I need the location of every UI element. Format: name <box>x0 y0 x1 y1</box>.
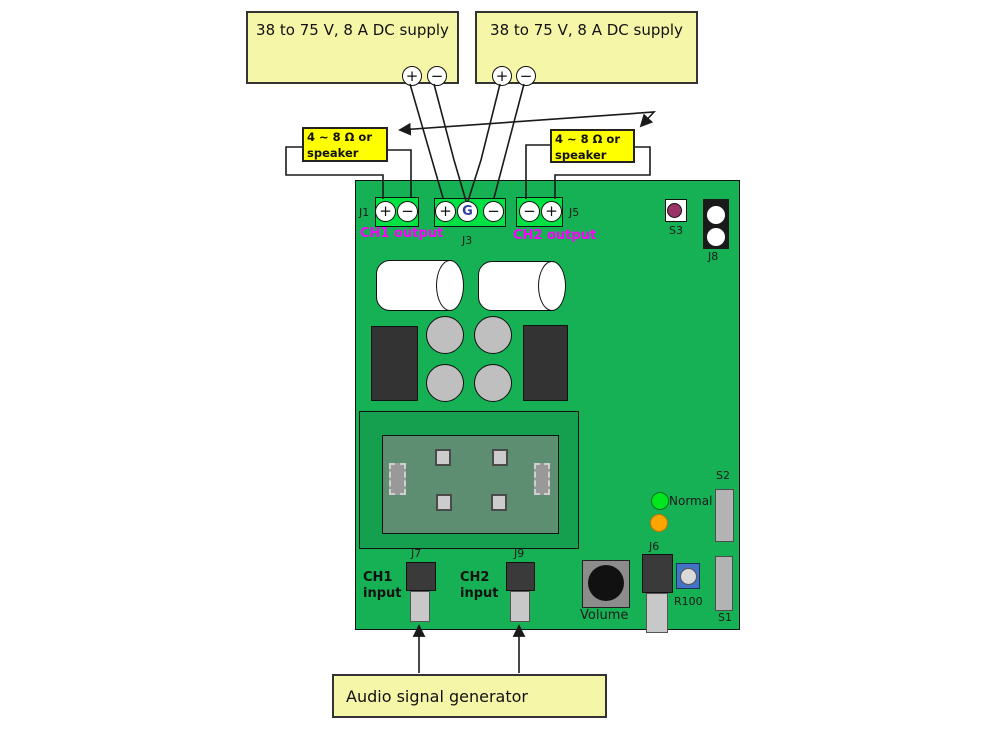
j1-plus-terminal: + <box>375 201 396 222</box>
plus-symbol: + <box>439 202 452 220</box>
s1-label: S1 <box>718 611 732 624</box>
module-pad-dashed-left <box>389 463 406 495</box>
j7-jack-tab <box>410 591 430 622</box>
normal-led-label: Normal <box>669 494 713 508</box>
capacitor-round-1 <box>426 316 464 354</box>
speaker-load-box-right: 4 ~ 8 Ω or speaker <box>550 129 635 163</box>
j5-plus-terminal: + <box>541 201 562 222</box>
s1-switch <box>715 556 733 611</box>
ground-symbol: G <box>462 204 473 219</box>
j8-pin-bottom <box>707 228 725 246</box>
volume-knob <box>588 565 624 601</box>
dc-supply-1-plus-terminal: + <box>402 66 422 86</box>
j5-label: J5 <box>569 206 580 219</box>
fault-led <box>650 514 668 532</box>
j9-jack-tab <box>510 591 530 622</box>
audio-generator-box: Audio signal generator <box>332 674 607 718</box>
heatsink-left <box>371 326 418 401</box>
module-pad-1 <box>435 449 451 466</box>
j6-jack-tab <box>646 593 668 633</box>
plus-symbol: + <box>405 66 419 85</box>
capacitor-round-2 <box>474 316 512 354</box>
minus-symbol: − <box>430 66 444 85</box>
j1-minus-terminal: − <box>397 201 418 222</box>
dc-supply-1-minus-terminal: − <box>427 66 447 86</box>
s2-switch <box>715 489 734 542</box>
dc-supply-1-label: 38 to 75 V, 8 A DC supply <box>256 21 449 39</box>
minus-symbol: − <box>401 202 414 220</box>
j6-label: J6 <box>649 540 660 553</box>
ch1-input-label: CH1 input <box>363 570 402 601</box>
j6-jack <box>642 554 673 593</box>
heatsink-right <box>523 325 568 401</box>
ch1-output-label: CH1 output <box>360 226 444 241</box>
plus-symbol: + <box>545 202 558 220</box>
capacitor-cylinder-2-end <box>538 261 566 311</box>
amplifier-module <box>382 435 559 534</box>
capacitor-cylinder-1-end <box>436 260 464 311</box>
minus-symbol: − <box>523 202 536 220</box>
r100-trimmer-dial <box>680 568 697 585</box>
dc-supply-box-2: 38 to 75 V, 8 A DC supply + − <box>475 11 698 86</box>
s3-label: S3 <box>669 224 683 237</box>
s3-button-dot <box>667 203 682 218</box>
j7-jack <box>406 562 436 591</box>
j3-minus-terminal: − <box>483 201 504 222</box>
dc-supply-2-label: 38 to 75 V, 8 A DC supply <box>490 21 683 39</box>
j8-label: J8 <box>708 250 719 263</box>
j8-pin-top <box>707 206 725 224</box>
ch2-output-label: CH2 output <box>513 228 597 243</box>
j1-label: J1 <box>359 206 370 219</box>
j9-label: J9 <box>514 547 525 560</box>
minus-symbol: − <box>487 202 500 220</box>
capacitor-round-4 <box>474 364 512 402</box>
module-pad-3 <box>436 494 452 511</box>
module-pad-2 <box>492 449 508 466</box>
plus-symbol: + <box>495 66 509 85</box>
j5-minus-terminal: − <box>519 201 540 222</box>
j3-ground-terminal: G <box>457 201 478 222</box>
j9-jack <box>506 562 535 591</box>
j3-label: J3 <box>462 234 473 247</box>
speaker-annotation-arrow <box>398 111 656 136</box>
audio-generator-label: Audio signal generator <box>346 686 528 706</box>
amplifier-module-area <box>359 411 579 549</box>
normal-led <box>651 492 669 510</box>
module-pad-4 <box>491 494 507 511</box>
dc-supply-2-minus-terminal: − <box>516 66 536 86</box>
j7-label: J7 <box>411 547 422 560</box>
minus-symbol: − <box>519 66 533 85</box>
speaker-load-box-left: 4 ~ 8 Ω or speaker <box>302 127 388 162</box>
j3-plus-terminal: + <box>435 201 456 222</box>
s2-label: S2 <box>716 469 730 482</box>
plus-symbol: + <box>379 202 392 220</box>
module-pad-dashed-right <box>534 463 550 495</box>
dc-supply-2-plus-terminal: + <box>492 66 512 86</box>
r100-label: R100 <box>674 595 703 608</box>
dc-supply-box-1: 38 to 75 V, 8 A DC supply + − <box>246 11 459 86</box>
ch2-input-label: CH2 input <box>460 570 499 601</box>
amplifier-board: + − J1 CH1 output + G − J3 − + J5 CH2 ou… <box>355 180 740 633</box>
capacitor-round-3 <box>426 364 464 402</box>
volume-label: Volume <box>580 608 629 623</box>
